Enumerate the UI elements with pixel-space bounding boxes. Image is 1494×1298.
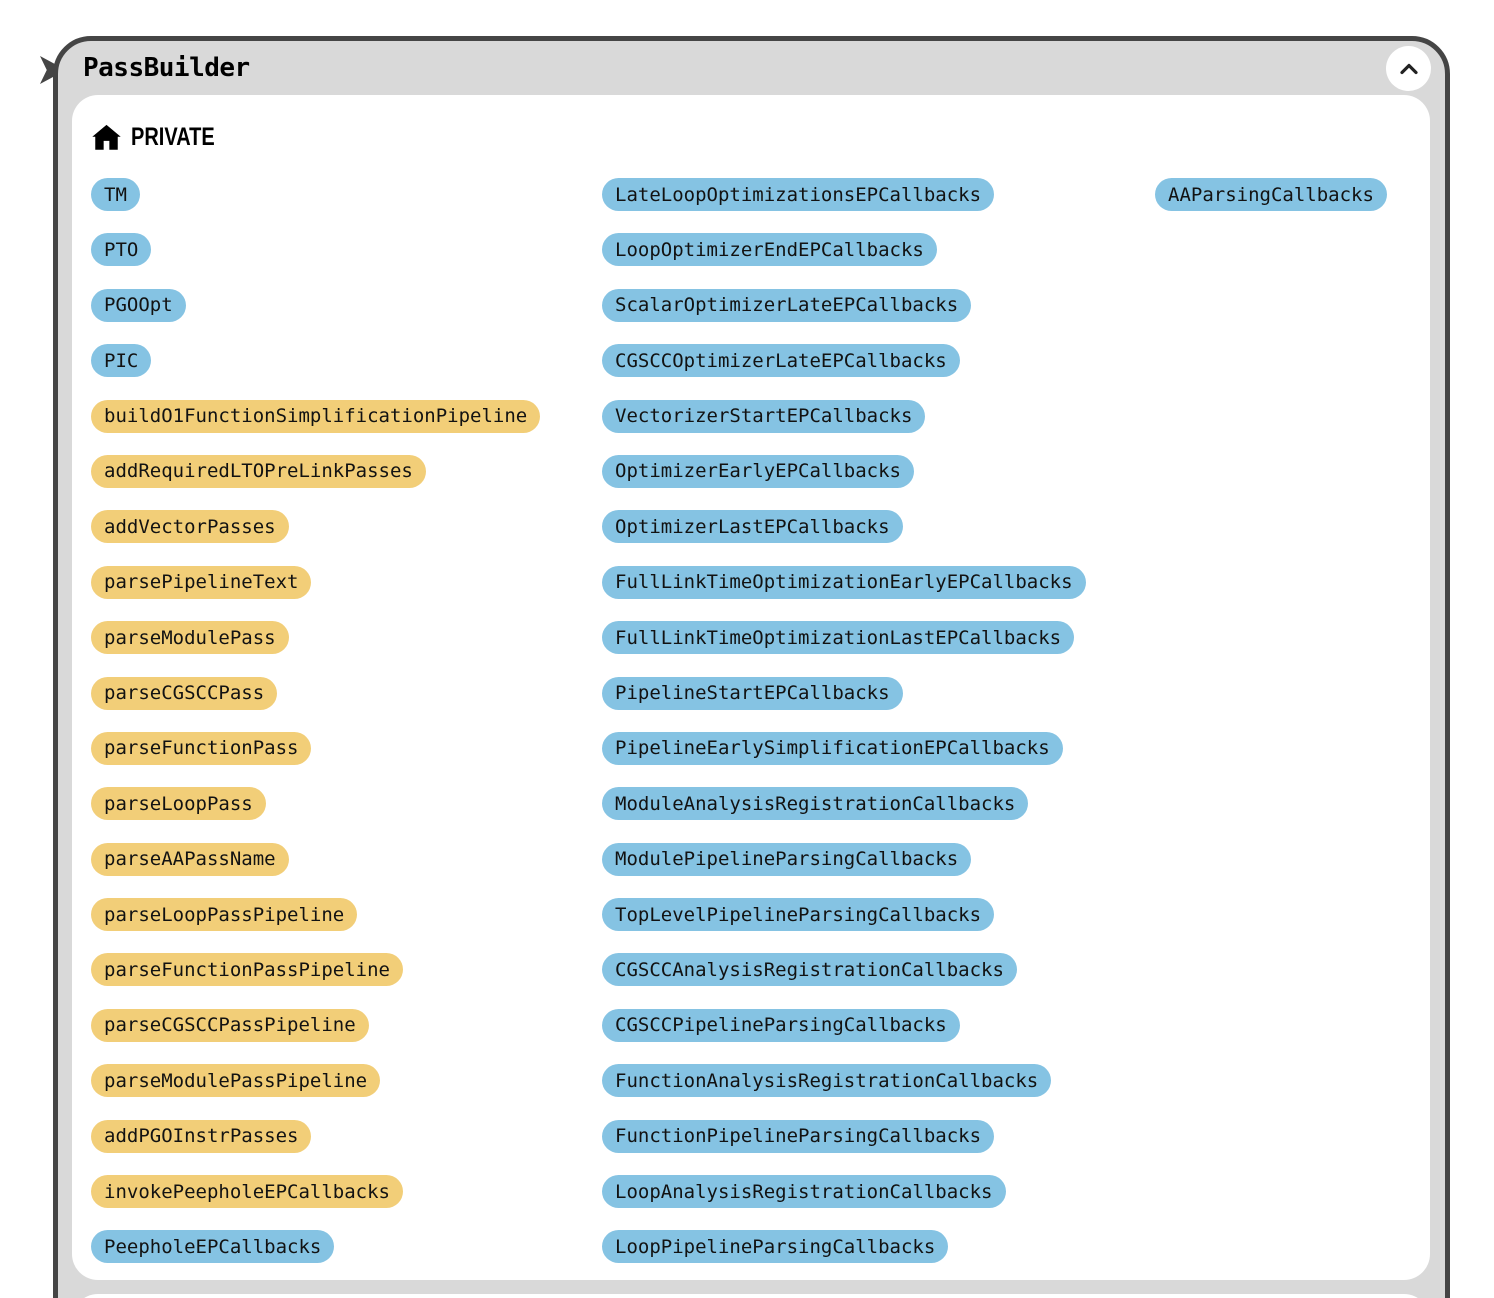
member-pill[interactable]: addVectorPasses <box>91 510 289 544</box>
member-pill[interactable]: FullLinkTimeOptimizationEarlyEPCallbacks <box>602 565 1086 599</box>
member-pill[interactable]: parseModulePassPipeline <box>91 1064 381 1098</box>
collapse-button[interactable] <box>1386 46 1431 91</box>
member-pill[interactable]: OptimizerLastEPCallbacks <box>602 510 903 544</box>
member-pill[interactable]: parseModulePass <box>91 621 289 655</box>
member-pill[interactable]: parsePipelineText <box>91 565 312 599</box>
section-label-text: PRIVATE <box>131 122 215 151</box>
member-pill[interactable]: ScalarOptimizerLateEPCallbacks <box>602 288 972 322</box>
member-pill[interactable]: parseLoopPassPipeline <box>91 898 358 932</box>
member-pill[interactable]: PTO <box>91 233 152 267</box>
member-pill[interactable]: TopLevelPipelineParsingCallbacks <box>602 898 995 932</box>
member-pill[interactable]: buildO1FunctionSimplificationPipeline <box>91 399 541 433</box>
member-pill[interactable]: parseAAPassName <box>91 842 289 876</box>
member-pill[interactable]: LateLoopOptimizationsEPCallbacks <box>602 178 995 211</box>
member-pill[interactable]: AAParsingCallbacks <box>1155 178 1387 211</box>
member-pill[interactable]: ModulePipelineParsingCallbacks <box>602 842 972 876</box>
member-pill[interactable]: FunctionPipelineParsingCallbacks <box>602 1119 995 1153</box>
member-pill[interactable]: VectorizerStartEPCallbacks <box>602 399 926 433</box>
member-pill[interactable]: parseFunctionPass <box>91 731 312 765</box>
member-pill[interactable]: PGOOpt <box>91 288 186 322</box>
member-pill[interactable]: addRequiredLTOPreLinkPasses <box>91 454 426 488</box>
member-pill[interactable]: PeepholeEPCallbacks <box>91 1230 335 1264</box>
member-pill[interactable]: CGSCCOptimizerLateEPCallbacks <box>602 344 960 378</box>
home-icon <box>91 122 122 153</box>
member-pill[interactable]: LoopPipelineParsingCallbacks <box>602 1230 949 1264</box>
member-pill[interactable]: FunctionAnalysisRegistrationCallbacks <box>602 1064 1052 1098</box>
member-pill[interactable]: addPGOInstrPasses <box>91 1119 312 1153</box>
member-pill[interactable]: PIC <box>91 344 152 378</box>
member-pill[interactable]: FullLinkTimeOptimizationLastEPCallbacks <box>602 621 1075 655</box>
member-pill[interactable]: invokePeepholeEPCallbacks <box>91 1175 403 1209</box>
chevron-up-icon <box>1396 56 1422 82</box>
member-pill[interactable]: PipelineEarlySimplificationEPCallbacks <box>602 731 1063 765</box>
member-pill[interactable]: parseLoopPass <box>91 787 266 821</box>
member-pill[interactable]: PipelineStartEPCallbacks <box>602 676 903 710</box>
member-pill[interactable]: LoopOptimizerEndEPCallbacks <box>602 233 937 267</box>
node-header: PassBuilder <box>58 41 1445 95</box>
next-section-panel <box>72 1294 1430 1298</box>
member-pill[interactable]: OptimizerEarlyEPCallbacks <box>602 454 914 488</box>
member-pill[interactable]: ModuleAnalysisRegistrationCallbacks <box>602 787 1029 821</box>
member-pill[interactable]: LoopAnalysisRegistrationCallbacks <box>602 1175 1006 1209</box>
member-pill[interactable]: CGSCCAnalysisRegistrationCallbacks <box>602 953 1017 987</box>
member-pill[interactable]: TM <box>91 178 140 211</box>
member-pill[interactable]: parseFunctionPassPipeline <box>91 953 403 987</box>
member-pill[interactable]: parseCGSCCPass <box>91 676 278 710</box>
section-label: PRIVATE <box>91 120 1430 154</box>
node-title: PassBuilder <box>83 53 250 83</box>
member-pill[interactable]: CGSCCPipelineParsingCallbacks <box>602 1008 960 1042</box>
member-pill[interactable]: parseCGSCCPassPipeline <box>91 1008 369 1042</box>
